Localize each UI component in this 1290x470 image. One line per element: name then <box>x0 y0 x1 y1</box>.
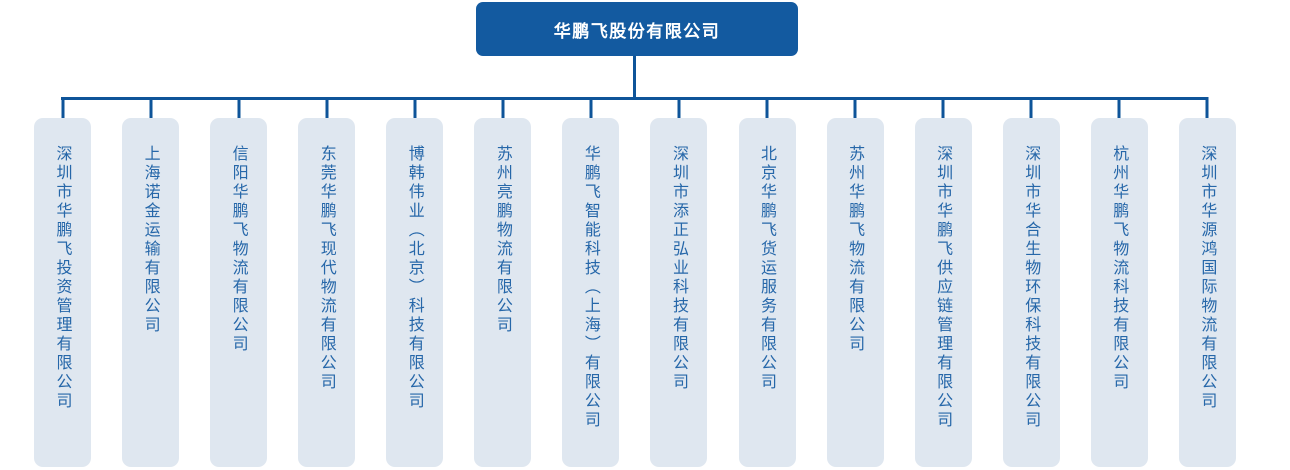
subsidiary-node: 杭州华鹏飞物流科技有限公司 <box>1090 118 1148 467</box>
subsidiary-label: 深圳市华合生物环保科技有限公司 <box>1022 145 1042 430</box>
subsidiary-node: 深圳市添正弘业科技有限公司 <box>650 118 708 467</box>
connector-root-stub <box>633 56 636 97</box>
subsidiary-label: 上海诺金运输有限公司 <box>141 145 161 335</box>
subsidiary-label: 深圳市华鹏飞投资管理有限公司 <box>53 145 73 411</box>
subsidiary-node: 深圳市华鹏飞投资管理有限公司 <box>34 118 91 467</box>
subsidiary-node: 苏州亮鹏物流有限公司 <box>474 118 532 467</box>
subsidiary-label: 博韩伟业（北京）科技有限公司 <box>405 145 425 411</box>
subsidiary-node: 华鹏飞智能科技（上海）有限公司 <box>562 118 620 467</box>
subsidiary-node: 东莞华鹏飞现代物流有限公司 <box>298 118 356 467</box>
subsidiary-label: 深圳市华源鸿国际物流有限公司 <box>1198 145 1218 411</box>
subsidiary-node: 深圳市华鹏飞供应链管理有限公司 <box>914 118 972 467</box>
subsidiary-node: 博韩伟业（北京）科技有限公司 <box>386 118 444 467</box>
subsidiary-label: 北京华鹏飞货运服务有限公司 <box>758 145 777 392</box>
subsidiary-label: 苏州亮鹏物流有限公司 <box>493 145 513 335</box>
subsidiary-node: 苏州华鹏飞物流有限公司 <box>826 118 884 467</box>
subsidiary-label: 苏州华鹏飞物流有限公司 <box>846 145 866 354</box>
subsidiary-node: 深圳市华源鸿国际物流有限公司 <box>1178 118 1236 467</box>
subsidiary-node: 北京华鹏飞货运服务有限公司 <box>738 118 796 467</box>
subsidiary-label: 深圳市华鹏飞供应链管理有限公司 <box>934 145 954 430</box>
org-root-label: 华鹏飞股份有限公司 <box>553 21 721 42</box>
subsidiary-row: 深圳市华鹏飞投资管理有限公司 上海诺金运输有限公司 信阳华鹏飞物流有限公司 东莞华鹏飞… <box>34 118 1236 467</box>
subsidiary-node: 上海诺金运输有限公司 <box>122 118 180 467</box>
subsidiary-label: 深圳市添正弘业科技有限公司 <box>669 145 689 392</box>
connector-horizontal-line <box>61 97 1208 100</box>
org-root-node: 华鹏飞股份有限公司 <box>476 2 798 56</box>
subsidiary-label: 信阳华鹏飞物流有限公司 <box>229 145 249 354</box>
subsidiary-label: 杭州华鹏飞物流科技有限公司 <box>1110 145 1130 392</box>
subsidiary-node: 信阳华鹏飞物流有限公司 <box>210 118 268 467</box>
subsidiary-label: 东莞华鹏飞现代物流有限公司 <box>317 145 337 392</box>
subsidiary-node: 深圳市华合生物环保科技有限公司 <box>1002 118 1060 467</box>
subsidiary-label: 华鹏飞智能科技（上海）有限公司 <box>581 145 601 430</box>
